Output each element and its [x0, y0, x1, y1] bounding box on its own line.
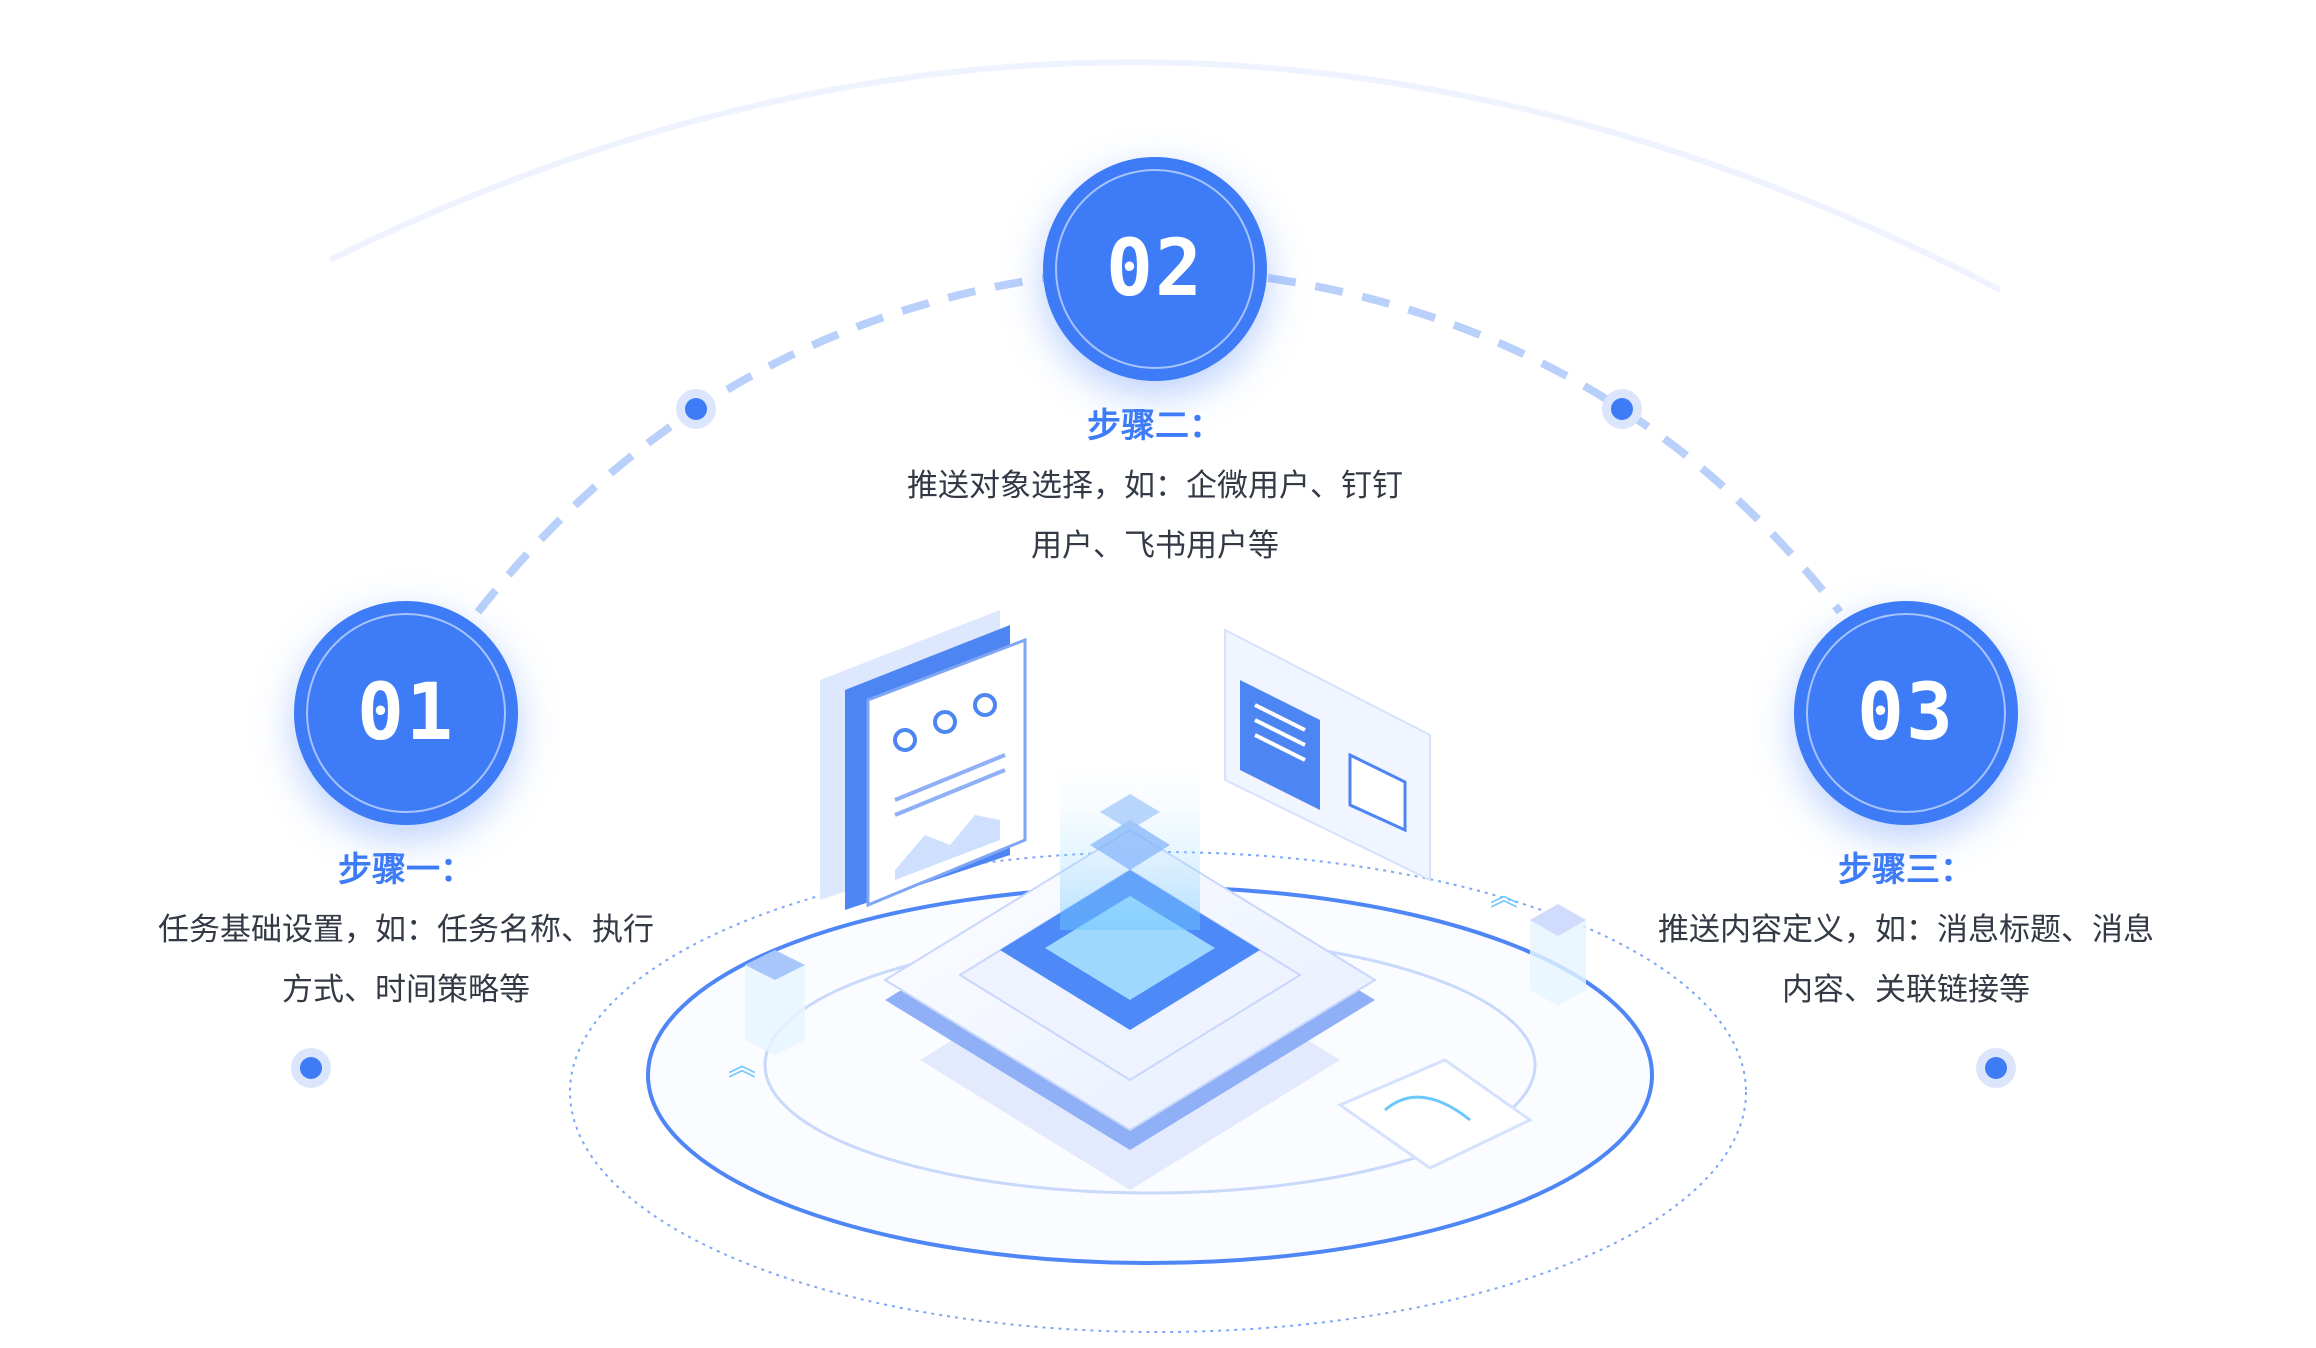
outer-arc [328, 59, 2002, 293]
step-desc-line: 推送内容定义，如：消息标题、消息 [1658, 912, 2154, 948]
step-02-text: 步骤二： 推送对象选择，如：企微用户、钉钉 用户、飞书用户等 [875, 396, 1435, 576]
step-title: 步骤三： [1838, 850, 1974, 890]
step-01-badge: 01 [294, 601, 518, 825]
svg-text:︽: ︽ [728, 1049, 756, 1082]
step-desc-line: 推送对象选择，如：企微用户、钉钉 [907, 468, 1403, 504]
step-number: 02 [1106, 224, 1204, 314]
node-dot [1602, 389, 1642, 429]
step-desc-line: 任务基础设置，如：任务名称、执行 [158, 912, 654, 948]
dashed-arc [474, 274, 1046, 615]
step-number: 03 [1857, 668, 1955, 758]
step-desc-line: 内容、关联链接等 [1782, 972, 2030, 1008]
step-title: 步骤二： [1087, 406, 1223, 446]
step-title: 步骤一： [338, 850, 474, 890]
step-number: 01 [357, 668, 455, 758]
step-03-badge: 03 [1794, 601, 2018, 825]
node-dot [676, 389, 716, 429]
dashed-arc [1267, 274, 1844, 615]
node-dot [291, 1048, 331, 1088]
dotted-ellipse [569, 851, 1747, 1333]
step-01-text: 步骤一： 任务基础设置，如：任务名称、执行 方式、时间策略等 [126, 840, 686, 1020]
node-dot [1976, 1048, 2016, 1088]
svg-text:︽: ︽ [1490, 879, 1518, 912]
step-desc-line: 方式、时间策略等 [282, 972, 530, 1008]
step-03-text: 步骤三： 推送内容定义，如：消息标题、消息 内容、关联链接等 [1626, 840, 2186, 1020]
step-02-badge: 02 [1043, 157, 1267, 381]
step-desc-line: 用户、飞书用户等 [1031, 528, 1279, 564]
